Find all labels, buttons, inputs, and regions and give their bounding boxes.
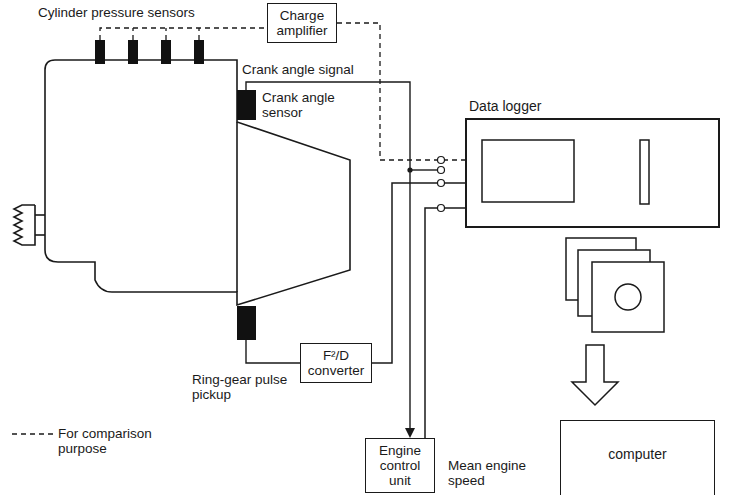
computer-box: computer <box>560 420 715 495</box>
logger-screen <box>482 140 574 202</box>
shaft <box>35 214 45 216</box>
terminal <box>438 180 445 187</box>
amplifier-box: Charge amplifier <box>267 3 337 43</box>
connector <box>337 23 465 160</box>
pickup-label: Ring-gear pulse pickup <box>192 372 304 402</box>
sensor-wire <box>100 28 267 40</box>
junction-dot <box>407 167 412 172</box>
crank-angle-sensor <box>237 90 256 120</box>
terminal <box>438 205 445 212</box>
terminal <box>438 157 445 164</box>
pressure-sensor <box>128 40 138 64</box>
ring-gear-pickup <box>237 306 256 340</box>
arrow-head <box>405 428 415 438</box>
box-heading: Data logger <box>469 99 541 114</box>
sensor-label: Crank angle sensor <box>262 90 347 120</box>
logger-slot <box>640 140 649 204</box>
sensor-label: Cylinder pressure sensors <box>38 5 195 20</box>
connector-line <box>337 23 465 160</box>
disk-hub <box>615 284 641 310</box>
logger-details <box>482 140 649 204</box>
shaft <box>35 234 45 236</box>
sensor-wire <box>165 28 166 40</box>
control-unit-box: Engine control unit <box>365 438 435 493</box>
engine <box>14 60 350 305</box>
signal-label: Crank angle signal <box>242 62 354 77</box>
signal-label: Mean engine speed <box>448 458 548 488</box>
legend-line <box>12 433 54 434</box>
engine-outline <box>45 60 350 305</box>
pressure-sensor <box>95 40 105 64</box>
sensor-wire <box>132 28 133 40</box>
floppy-disk <box>592 262 664 332</box>
pressure-sensors <box>95 40 204 64</box>
box-text: Charge amplifier <box>272 8 332 38</box>
box-text: Engine control unit <box>370 443 430 488</box>
sensor-wires <box>100 28 267 40</box>
legend-swatch <box>12 429 54 439</box>
pressure-sensor <box>161 40 171 64</box>
data-logger-box: Data logger <box>465 118 720 228</box>
box-text: computer <box>565 447 710 462</box>
floppy-disks <box>566 238 664 332</box>
converter-box: F²/D converter <box>300 343 372 383</box>
pickup-wire <box>246 340 300 363</box>
connector <box>372 183 465 363</box>
box-text: F²/D converter <box>305 348 367 378</box>
hollow-arrow <box>572 345 618 405</box>
terminals <box>438 157 445 212</box>
legend-text: For comparison purpose <box>58 426 170 456</box>
terminal <box>438 167 445 174</box>
crank-branch <box>410 169 438 170</box>
pulley <box>14 205 35 245</box>
engine-joint <box>236 122 238 292</box>
connector-line <box>425 208 465 438</box>
pressure-sensor <box>194 40 204 64</box>
connector-line <box>372 183 465 363</box>
sensor-wire <box>198 28 199 40</box>
connector <box>425 208 465 438</box>
